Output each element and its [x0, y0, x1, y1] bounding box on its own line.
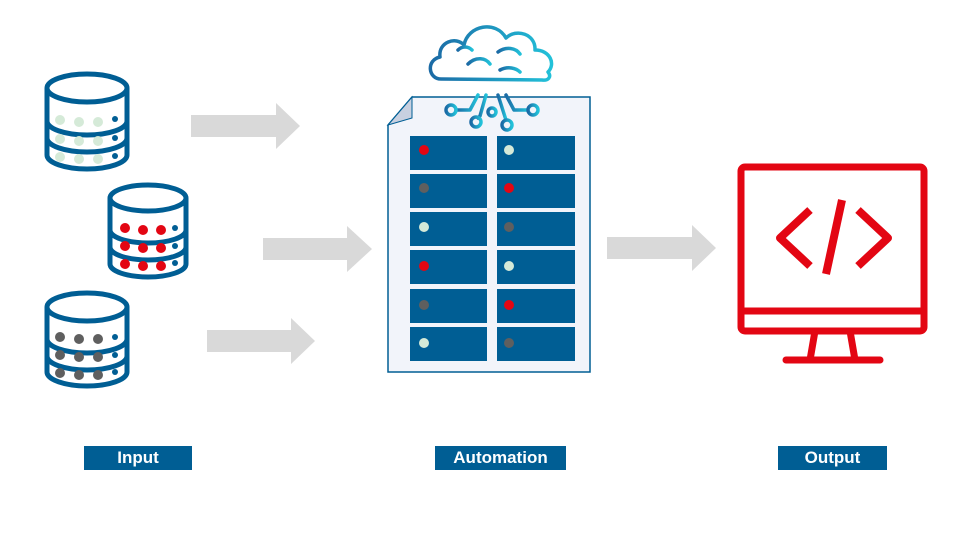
database-icon-gray — [44, 290, 130, 389]
database-icon-green — [44, 71, 130, 172]
arrow-output — [607, 225, 716, 271]
database-icon-red — [107, 182, 189, 280]
cloud-network-icon — [428, 25, 554, 132]
automation-label-bg — [435, 446, 566, 470]
arrow-input-1 — [191, 103, 300, 149]
monitor-code-icon — [737, 163, 928, 364]
output-label: Output — [804, 448, 861, 467]
input-label: Input — [117, 448, 159, 467]
arrow-input-3 — [207, 318, 315, 364]
input-label-bg — [84, 446, 192, 470]
automation-label: Automation — [453, 448, 548, 467]
output-label-bg — [778, 446, 887, 470]
arrow-input-2 — [263, 226, 372, 272]
server-document-icon — [386, 95, 591, 373]
